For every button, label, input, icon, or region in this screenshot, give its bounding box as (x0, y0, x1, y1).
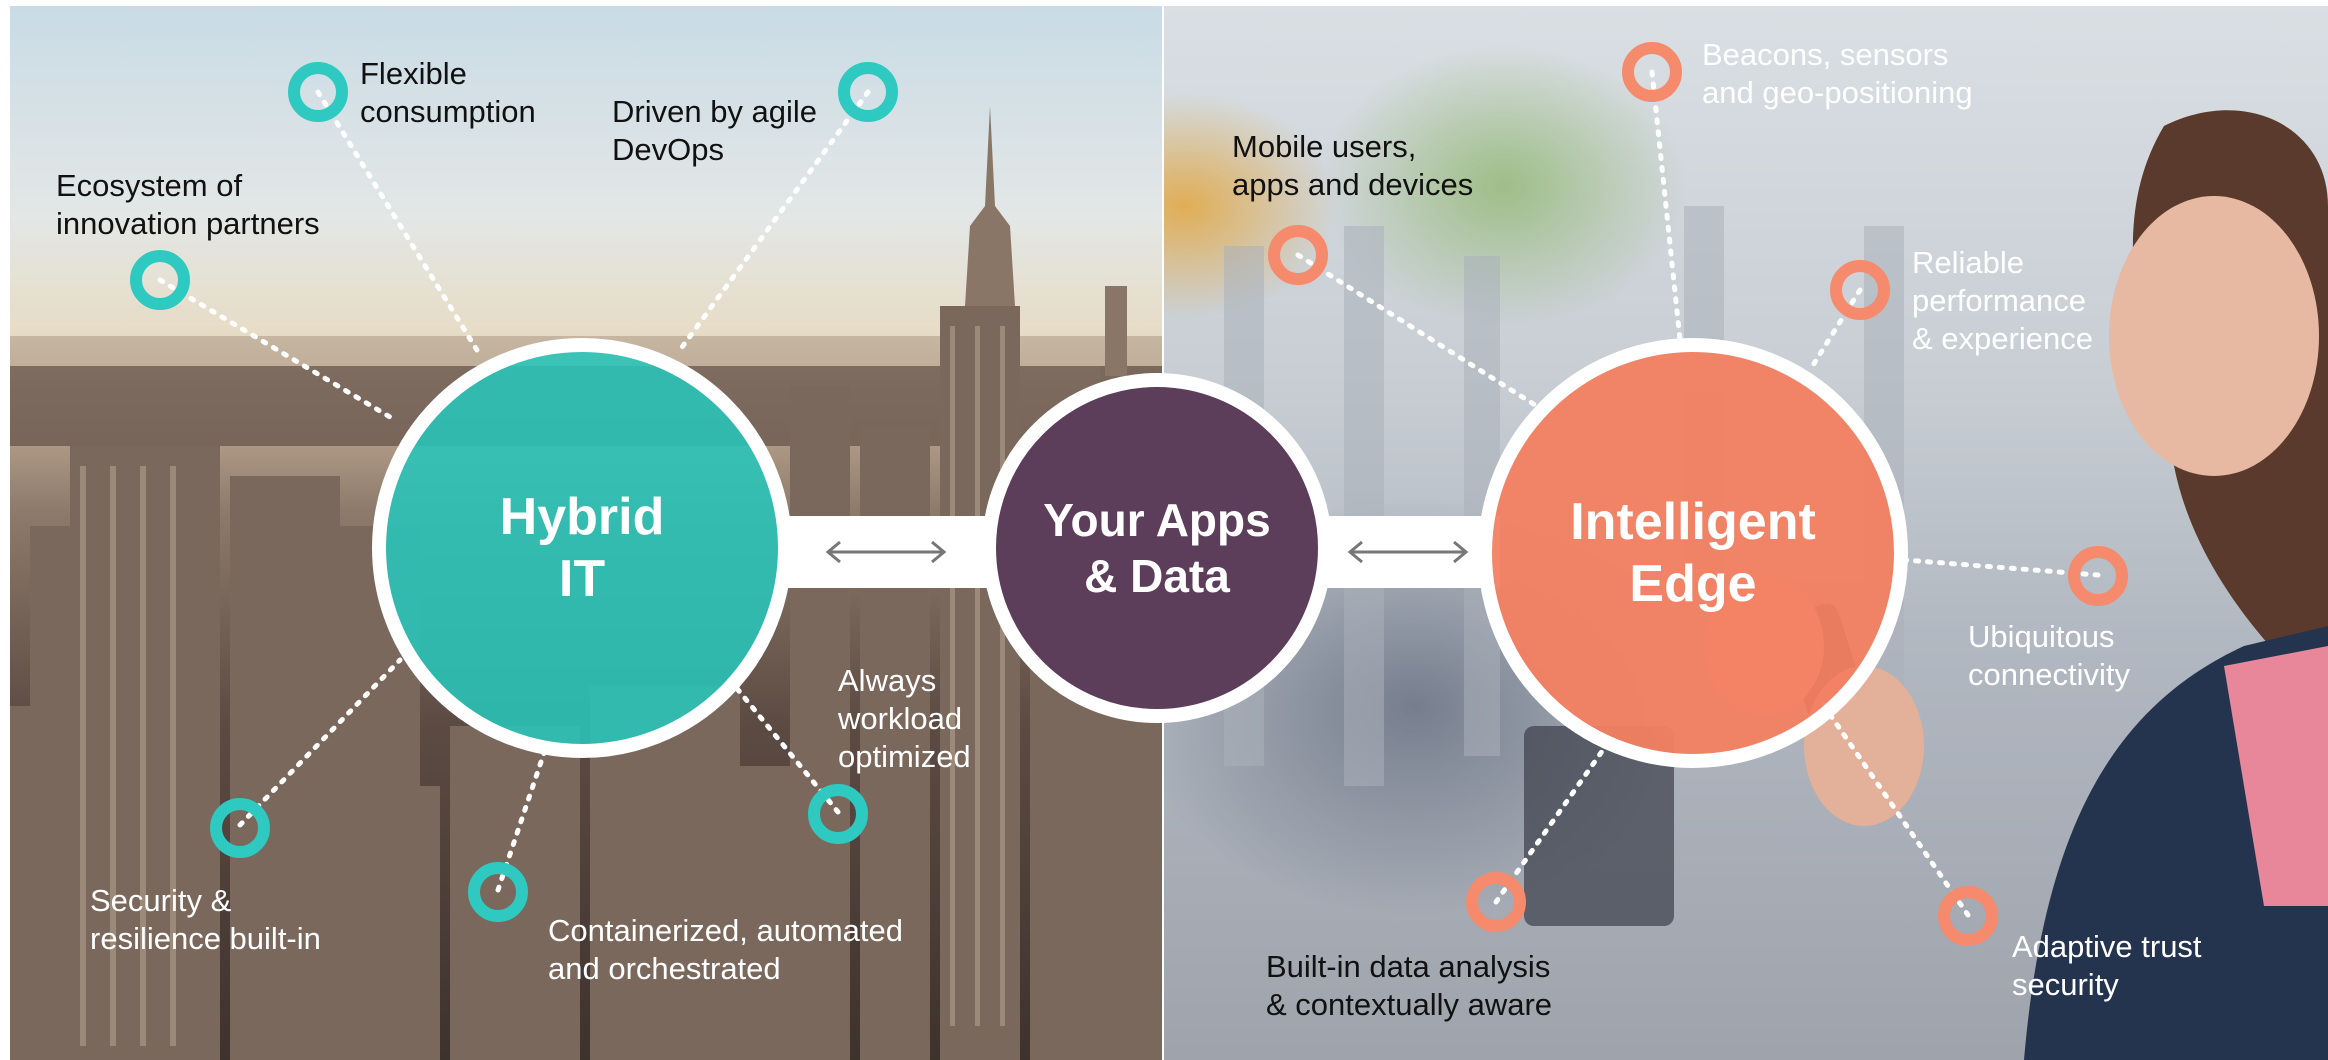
label-data-analysis: Built-in data analysis & contextually aw… (1266, 949, 1553, 1022)
ring-marker-icon (1622, 42, 1682, 102)
label-security: Security & resilience built-in (90, 883, 321, 956)
label-ubiquitous-connectivity: Ubiquitous connectivity (1968, 619, 2130, 692)
apps-data-hub: Your Apps & Data (982, 373, 1332, 723)
ring-marker-icon (1938, 886, 1998, 946)
double-arrow-icon (825, 540, 947, 564)
ring-marker-icon (130, 250, 190, 310)
label-adaptive-trust: Adaptive trust security (2012, 929, 2202, 1002)
label-agile-devops: Driven by agile DevOps (612, 94, 818, 167)
skyline-illustration (10, 106, 1162, 1060)
ring-marker-icon (210, 798, 270, 858)
ring-marker-icon (808, 784, 868, 844)
ring-marker-icon (1466, 872, 1526, 932)
label-reliable-performance: Reliable performance & experience (1912, 245, 2093, 356)
intelligent-edge-hub: Intelligent Edge (1478, 338, 1908, 768)
ring-marker-icon (1830, 260, 1890, 320)
label-beacons: Beacons, sensors and geo-positioning (1702, 37, 1973, 110)
ring-marker-icon (1268, 225, 1328, 285)
label-ecosystem: Ecosystem of innovation partners (56, 168, 320, 241)
ring-marker-icon (2068, 546, 2128, 606)
ring-marker-icon (288, 62, 348, 122)
label-workload-optimized: Always workload optimized (838, 663, 971, 774)
ring-marker-icon (838, 62, 898, 122)
double-arrow-icon (1347, 540, 1469, 564)
label-mobile-users: Mobile users, apps and devices (1232, 129, 1474, 202)
ring-marker-icon (468, 862, 528, 922)
hybrid-it-hub: Hybrid IT (372, 338, 792, 758)
label-flexible-consumption: Flexible consumption (360, 56, 536, 129)
label-containerized: Containerized, automated and orchestrate… (548, 913, 904, 986)
